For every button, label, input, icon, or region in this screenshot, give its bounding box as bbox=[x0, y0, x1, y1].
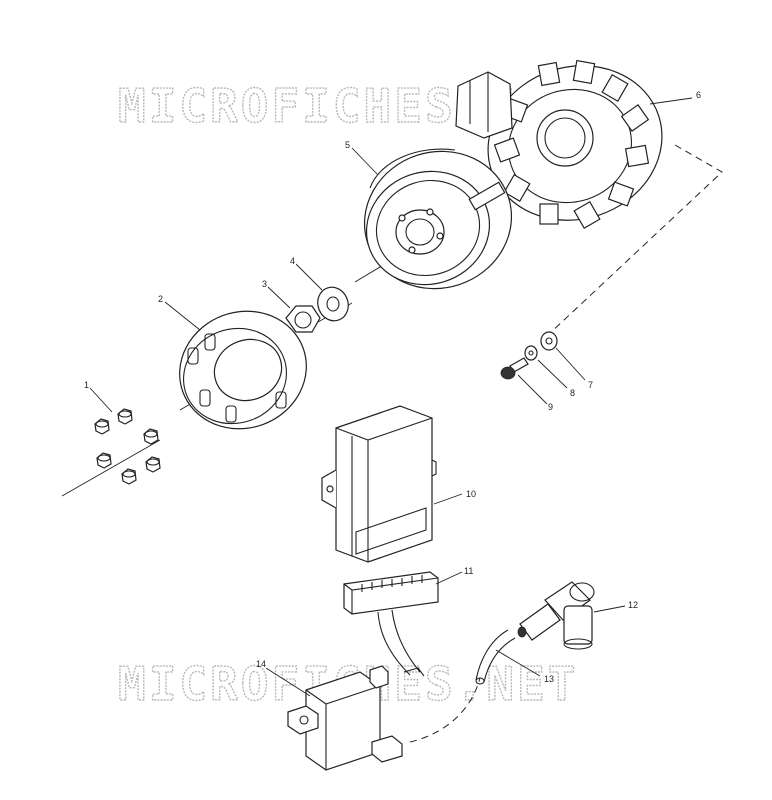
callout-13: 13 bbox=[544, 674, 554, 684]
callout-10: 10 bbox=[466, 489, 476, 499]
nut bbox=[285, 305, 321, 333]
callout-4: 4 bbox=[290, 256, 295, 266]
callout-8: 8 bbox=[570, 388, 575, 398]
washer bbox=[317, 286, 349, 322]
bolt bbox=[143, 428, 159, 445]
spark-plug-cap bbox=[517, 581, 595, 650]
starter-pulley bbox=[179, 310, 307, 430]
bolt bbox=[117, 408, 133, 425]
bolt bbox=[145, 456, 161, 473]
leader-lines bbox=[89, 97, 693, 697]
stator bbox=[455, 59, 663, 229]
screw bbox=[500, 357, 529, 380]
lock-washer bbox=[524, 345, 538, 361]
callout-9: 9 bbox=[548, 402, 553, 412]
callouts: 1 2 3 4 5 6 7 8 9 10 11 12 13 14 bbox=[84, 90, 701, 684]
callout-12: 12 bbox=[628, 600, 638, 610]
callout-2: 2 bbox=[158, 294, 163, 304]
flywheel bbox=[363, 148, 513, 290]
ignition-coil bbox=[287, 665, 403, 771]
callout-7: 7 bbox=[588, 380, 593, 390]
bolt bbox=[94, 418, 110, 435]
high-tension-lead bbox=[475, 629, 516, 685]
cdi-box bbox=[321, 405, 437, 563]
bolt bbox=[121, 468, 137, 485]
callout-14: 14 bbox=[256, 659, 266, 669]
callout-5: 5 bbox=[345, 140, 350, 150]
assembly-axis-stator-to-washer bbox=[547, 144, 723, 336]
callout-11: 11 bbox=[464, 566, 473, 576]
callout-3: 3 bbox=[262, 279, 267, 289]
coil-lead-path bbox=[409, 677, 481, 743]
bolt bbox=[96, 452, 112, 469]
washer-small bbox=[540, 331, 558, 351]
connector bbox=[343, 571, 439, 677]
callout-1: 1 bbox=[84, 380, 89, 390]
bolt-group bbox=[94, 408, 161, 485]
callout-6: 6 bbox=[696, 90, 701, 100]
